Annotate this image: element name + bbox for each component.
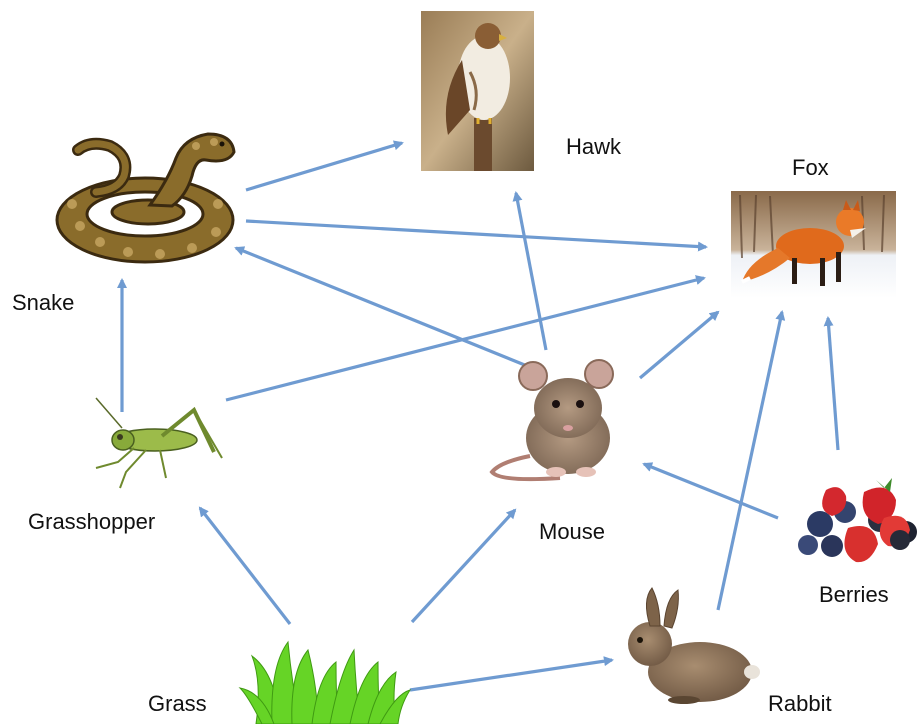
snake-label: Snake bbox=[12, 290, 74, 316]
arrow-mouse-to-fox bbox=[640, 312, 718, 378]
berries-icon bbox=[798, 478, 917, 562]
arrow-grass-to-grasshopper bbox=[200, 508, 290, 624]
hawk-label: Hawk bbox=[566, 134, 621, 160]
arrow-grass-to-rabbit bbox=[410, 660, 612, 690]
arrow-berries-to-fox bbox=[828, 318, 838, 450]
arrow-grasshopper-to-fox bbox=[226, 278, 704, 400]
arrow-rabbit-to-fox bbox=[718, 312, 782, 610]
grasshopper-label: Grasshopper bbox=[28, 509, 155, 535]
hawk-icon bbox=[421, 11, 534, 171]
arrow-berries-to-mouse bbox=[644, 464, 778, 518]
fox-icon bbox=[731, 191, 896, 298]
grass-label: Grass bbox=[148, 691, 207, 717]
arrow-mouse-to-snake bbox=[236, 248, 542, 372]
mouse-icon bbox=[492, 360, 613, 479]
arrow-snake-to-hawk bbox=[246, 143, 402, 190]
grass-icon bbox=[240, 642, 410, 724]
mouse-label: Mouse bbox=[539, 519, 605, 545]
rabbit-icon bbox=[628, 588, 760, 704]
snake-icon bbox=[57, 134, 234, 262]
arrow-grass-to-mouse bbox=[412, 510, 515, 622]
berries-label: Berries bbox=[819, 582, 889, 608]
grasshopper-icon bbox=[96, 398, 222, 488]
arrow-snake-to-fox bbox=[246, 221, 706, 247]
rabbit-label: Rabbit bbox=[768, 691, 832, 717]
fox-label: Fox bbox=[792, 155, 829, 181]
